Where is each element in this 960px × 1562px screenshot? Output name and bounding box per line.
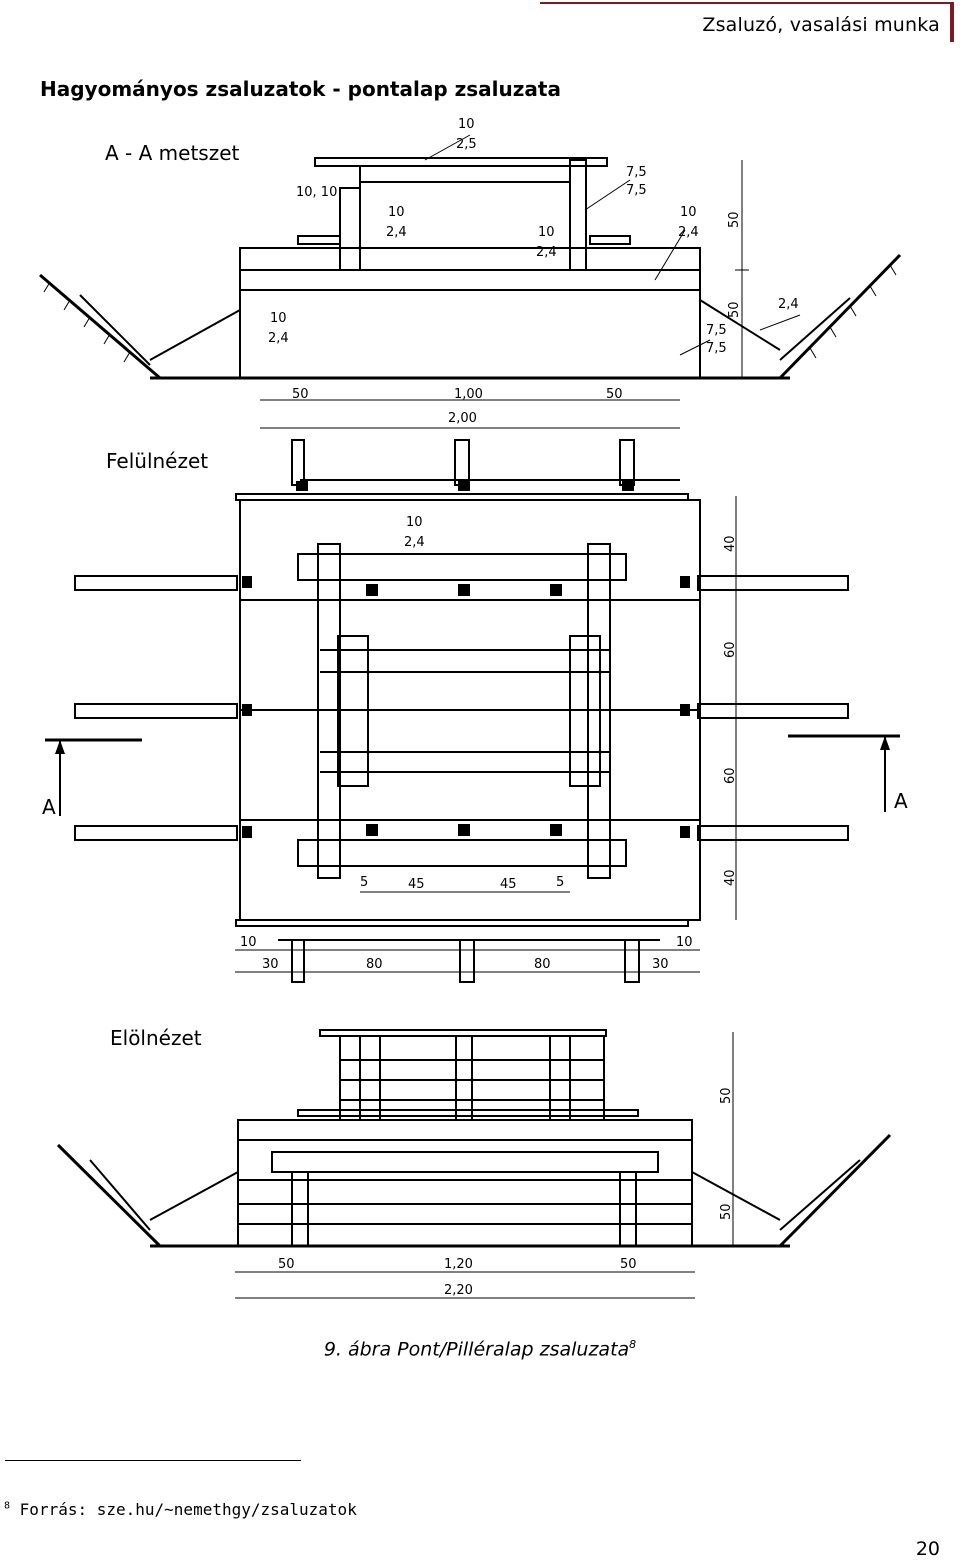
drawing-main-title: Hagyományos zsaluzatok - pontalap zsaluz… <box>40 77 561 101</box>
dim-label: 50 <box>719 1203 734 1220</box>
section-aa-title: A - A metszet <box>105 141 240 165</box>
page-number: 20 <box>915 1538 940 1560</box>
dim-label: 2,4 <box>268 331 289 346</box>
dim-label: 2,00 <box>448 411 477 426</box>
dim-label: 2,4 <box>678 225 699 240</box>
dim-label: 2,20 <box>444 1283 473 1298</box>
dim-label: 40 <box>723 535 738 552</box>
section-marker-right: A <box>894 789 908 813</box>
dim-label: 50 <box>727 211 742 228</box>
technical-drawing: Hagyományos zsaluzatok - pontalap zsaluz… <box>39 77 908 1299</box>
dim-label: 5 <box>360 875 368 890</box>
footnote-ref: 8 <box>4 1500 11 1512</box>
dim-label: 10 <box>270 311 287 326</box>
section-marker-left: A <box>42 795 56 819</box>
dim-label: 7,5 <box>626 183 647 198</box>
header-rule-side <box>950 2 954 42</box>
dim-label: 50 <box>292 387 309 402</box>
dim-label: 45 <box>500 877 517 892</box>
dim-label: 10 <box>388 205 405 220</box>
header-title: Zsaluzó, vasalási munka <box>702 14 940 36</box>
dim-label: 80 <box>366 957 383 972</box>
dim-label: 7,5 <box>706 323 727 338</box>
footnote-text: Forrás: sze.hu/~nemethgy/zsaluzatok <box>19 1500 357 1519</box>
dim-label: 40 <box>723 869 738 886</box>
dim-label: 1,00 <box>454 387 483 402</box>
footnote: 8 Forrás: sze.hu/~nemethgy/zsaluzatok <box>4 1500 357 1519</box>
front-view-title: Elölnézet <box>110 1026 202 1050</box>
dim-label: 10 <box>538 225 555 240</box>
dim-label: 50 <box>620 1257 637 1272</box>
dim-label: 60 <box>723 641 738 658</box>
dim-label: 10 <box>676 935 693 950</box>
dim-label: 2,4 <box>778 297 799 312</box>
dim-label: 2,5 <box>456 137 477 152</box>
dim-label: 7,5 <box>626 165 647 180</box>
dim-label: 10, 10 <box>296 185 337 200</box>
dim-label: 50 <box>606 387 623 402</box>
dim-label: 2,4 <box>536 245 557 260</box>
dim-label: 1,20 <box>444 1257 473 1272</box>
dim-label: 50 <box>278 1257 295 1272</box>
figure-caption: 9. ábra Pont/Pilléralap zsaluzata8 <box>0 1338 960 1360</box>
dim-label: 60 <box>723 767 738 784</box>
dim-label: 2,4 <box>404 535 425 550</box>
dim-label: 80 <box>534 957 551 972</box>
header-rule-top <box>540 2 954 4</box>
caption-footnote-ref[interactable]: 8 <box>629 1338 637 1351</box>
dim-label: 10 <box>680 205 697 220</box>
dim-label: 30 <box>262 957 279 972</box>
dim-label: 2,4 <box>386 225 407 240</box>
dim-label: 10 <box>406 515 423 530</box>
dim-label: 45 <box>408 877 425 892</box>
dim-label: 50 <box>727 301 742 318</box>
dim-label: 50 <box>719 1087 734 1104</box>
caption-text: 9. ábra Pont/Pilléralap zsaluzata <box>323 1338 630 1361</box>
footnote-rule <box>5 1460 301 1461</box>
dim-label: 10 <box>240 935 257 950</box>
dim-label: 5 <box>556 875 564 890</box>
top-view-title: Felülnézet <box>106 449 208 473</box>
dim-label: 10 <box>458 117 475 132</box>
dim-label: 7,5 <box>706 341 727 356</box>
dim-label: 30 <box>652 957 669 972</box>
